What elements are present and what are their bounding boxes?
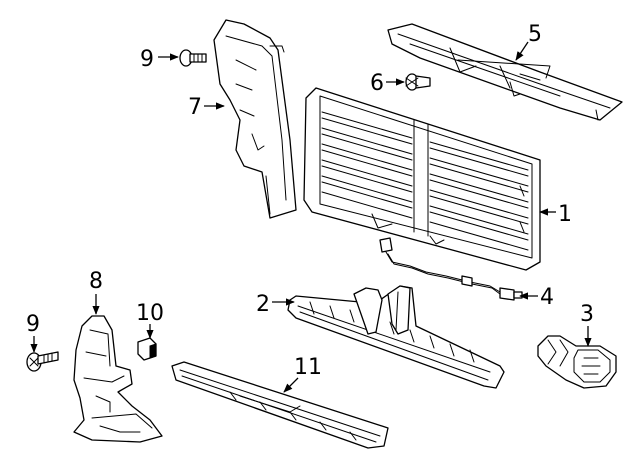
callout-5: 5	[515, 22, 542, 61]
callout-label: 10	[136, 301, 164, 326]
callout-label: 2	[256, 292, 270, 317]
callout-9-lower: 9	[26, 312, 40, 353]
clip	[137, 337, 157, 361]
callout-label: 1	[558, 202, 572, 227]
upper-baffle	[387, 23, 623, 121]
shutter-actuator	[537, 335, 617, 389]
callout-8: 8	[89, 269, 103, 315]
callout-6: 6	[370, 71, 405, 96]
callout-1: 1	[539, 202, 572, 227]
grille-shutter-assembly	[303, 87, 541, 271]
callout-4: 4	[519, 285, 554, 310]
callout-label: 4	[540, 285, 554, 310]
push-pin-retainer	[405, 73, 431, 91]
callout-label: 9	[26, 312, 40, 337]
bolt-upper	[179, 49, 207, 67]
callout-3: 3	[580, 302, 594, 347]
callout-label: 8	[89, 269, 103, 294]
callout-label: 6	[370, 71, 384, 96]
callout-10: 10	[136, 301, 164, 339]
lower-side-baffle	[73, 315, 163, 443]
callout-11: 11	[283, 355, 322, 393]
callout-label: 5	[528, 22, 542, 47]
lower-air-deflector	[287, 285, 505, 389]
callout-label: 7	[188, 95, 202, 120]
lower-deflector-bar	[171, 361, 389, 449]
callout-label: 9	[140, 47, 154, 72]
callout-2: 2	[256, 292, 295, 317]
callout-label: 11	[294, 355, 322, 380]
callout-7: 7	[188, 95, 225, 120]
upper-side-baffle	[213, 19, 297, 219]
callout-9-upper: 9	[140, 47, 179, 72]
callout-label: 3	[580, 302, 594, 327]
bolt-lower	[26, 351, 59, 372]
